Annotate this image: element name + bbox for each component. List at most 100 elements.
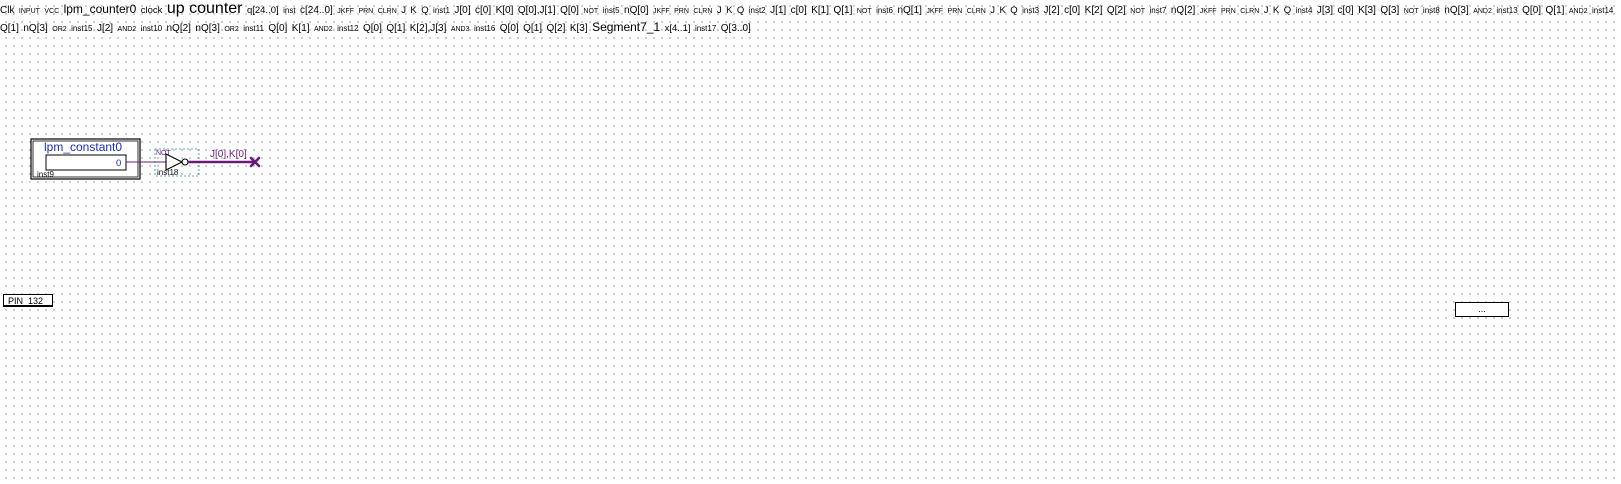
inst-label: inst1 — [433, 6, 450, 15]
jkff-inst3-inputs: J[2] c[0] K[2] — [1044, 0, 1107, 17]
jkff-inst2[interactable]: JKFF PRN CLRN J K Q inst2 — [653, 0, 770, 17]
or-gate-inst11[interactable]: OR2 inst11 — [224, 18, 268, 35]
net-label: K[1] — [291, 23, 310, 34]
port-j: J — [990, 5, 996, 16]
net-label-c-bus: c[24..0] — [300, 5, 333, 16]
net-label: Q[0] — [362, 23, 382, 34]
prim-label: JKFF — [337, 8, 354, 15]
inst-label: inst7 — [1149, 6, 1167, 15]
jkff-inst2-inputs: J[1] c[0] K[1] — [770, 0, 833, 17]
prim-label: NOT — [1403, 8, 1419, 15]
port-prn: PRN — [947, 8, 963, 15]
inst-label: inst16 — [473, 24, 496, 33]
net-label: J[3] — [1316, 5, 1334, 16]
net-label: Q[0] — [1522, 5, 1542, 16]
net-label: Q[0] — [499, 23, 519, 34]
inst-label: inst18 — [157, 168, 179, 177]
inst-label: inst10 — [140, 24, 163, 33]
prim-label: JKFF — [926, 8, 944, 15]
input-label: INPUT — [18, 8, 40, 15]
jkff-inst4[interactable]: JKFF PRN CLRN J K Q inst4 — [1200, 0, 1317, 17]
inst-label: inst6 — [876, 6, 893, 15]
and-gate-inst14[interactable]: AND2 inst14 — [1569, 0, 1614, 17]
net-label: Q[0] — [560, 5, 579, 16]
constant-value: 0 — [116, 158, 121, 169]
inst-label: inst14 — [1592, 6, 1614, 15]
net-label: Q[1] — [523, 23, 543, 34]
lpm-constant-title: lpm_constant0 — [44, 140, 122, 154]
net-label: J[2] — [1043, 5, 1060, 16]
net-label: nQ[3] — [1444, 5, 1469, 16]
not-gate-inst6[interactable]: NOT inst6 — [857, 0, 898, 17]
jkff-inst4-inputs: J[3] c[0] K[3] — [1317, 0, 1380, 17]
counter-inst-label: inst — [283, 6, 296, 15]
port-prn: PRN — [358, 8, 374, 15]
jkff-inst1[interactable]: JKFF PRN CLRN J K Q inst1 — [337, 0, 454, 17]
lpm-counter-title: lpm_counter0 — [63, 2, 137, 16]
lpm-counter-block[interactable]: lpm_counter0 clock up counter q[24..0] i… — [64, 0, 300, 17]
jkff-inst3[interactable]: JKFF PRN CLRN J K Q inst3 — [926, 0, 1043, 17]
lpm-constant-block[interactable]: lpm_constant0 0 inst9 — [30, 138, 141, 180]
inst-label: inst2 — [748, 6, 766, 15]
net-label: J[1] — [770, 5, 787, 16]
segment7-block[interactable]: Segment7_1 x[4..1] inst17 DP3DP[3]DP0DP[… — [592, 18, 721, 35]
and-gate-inst16[interactable]: AND3 inst16 — [451, 18, 500, 35]
port-j: J — [401, 5, 406, 16]
port-clrn: CLRN — [1240, 8, 1260, 15]
pin-location-tag[interactable]: PIN_132 — [3, 294, 53, 307]
port-clrn: CLRN — [966, 8, 986, 15]
net-label: Q[2] — [546, 23, 566, 34]
net-label: nQ[0] — [624, 5, 649, 16]
prim-label: AND3 — [450, 26, 470, 33]
prim-label: OR2 — [224, 26, 239, 33]
and-gate-inst10[interactable]: AND2 inst10 — [118, 18, 167, 35]
inst-label: inst11 — [243, 24, 264, 33]
port-k: K — [1272, 5, 1280, 16]
net-label: Q[1] — [1545, 5, 1565, 16]
net-label: K[2] — [1084, 5, 1103, 16]
port-clrn: CLRN — [693, 8, 713, 15]
constant-inst-label: inst9 — [37, 170, 54, 179]
not-gate-inst5[interactable]: NOT inst5 — [583, 0, 624, 17]
net-label: Q[3..0] — [720, 23, 751, 34]
net-label: J[0] — [454, 5, 471, 16]
port-clrn: CLRN — [377, 8, 397, 15]
port-j: J — [716, 5, 722, 16]
net-label: Q[1] — [0, 23, 19, 34]
net-label: nQ[2] — [1170, 5, 1196, 16]
prim-label: AND2 — [1473, 8, 1492, 15]
port-prn: PRN — [1220, 8, 1236, 15]
port-k: K — [726, 5, 733, 16]
and-gate-inst13[interactable]: AND2 inst13 — [1473, 0, 1522, 17]
net-label: Q[1] — [386, 23, 406, 34]
net-label: nQ[1] — [897, 5, 922, 16]
port-prn: PRN — [674, 8, 689, 15]
port-q: Q — [736, 5, 745, 16]
not-gate-inst7[interactable]: NOT inst7 — [1130, 0, 1171, 17]
port-q: Q — [1010, 5, 1018, 16]
prim-label: NOT — [583, 8, 599, 15]
inst-label: inst3 — [1022, 6, 1040, 15]
net-label-jk0: J[0],K[0] — [210, 149, 247, 160]
and-gate-inst12[interactable]: AND2 inst12 — [314, 18, 363, 35]
net-label: Q[2] — [1106, 5, 1126, 16]
input-pin-clk[interactable]: Clk INPUT VCC — [0, 0, 64, 17]
prim-label: JKFF — [1199, 8, 1217, 15]
counter-q-port: q[24..0] — [246, 5, 279, 16]
net-label: nQ[2] — [166, 23, 191, 34]
segment7-inst-label: inst17 — [694, 24, 717, 33]
or-gate-inst15[interactable]: OR2 inst15 — [52, 18, 97, 35]
not-gate-inst8[interactable]: NOT inst8 — [1404, 0, 1445, 17]
pin-name-clk: Clk — [0, 5, 15, 16]
prim-label: NOT — [856, 8, 872, 15]
more-button[interactable]: ... — [1455, 302, 1509, 317]
prim-label: OR2 — [52, 26, 67, 33]
net-label: c[0] — [474, 5, 492, 16]
prim-label: AND2 — [314, 26, 333, 33]
port-q: Q — [1283, 5, 1292, 16]
inst-label: inst5 — [602, 6, 620, 15]
net-label: K[1] — [811, 5, 830, 16]
inst-label: inst13 — [1496, 6, 1518, 15]
net-label: c[0] — [1064, 5, 1081, 16]
